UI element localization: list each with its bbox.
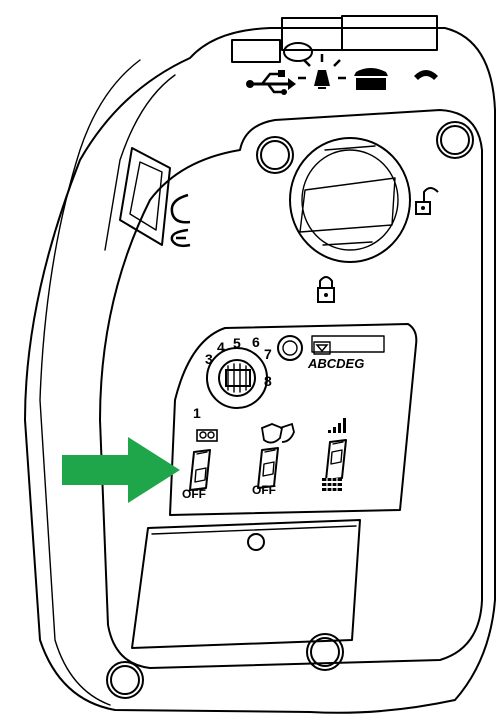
dial-digit-7: 7 [264,346,272,362]
corner-screws [106,121,474,699]
indicator-arrow [62,437,180,503]
phone-base-icon [354,68,388,90]
dial-digit-5: 5 [233,335,241,351]
band-label: ABCDEG [307,356,364,371]
light-icon [298,54,346,89]
battery-compartment-inner [151,525,357,535]
shield-icon [260,422,295,444]
usb-icon [246,70,296,95]
dial-digit-3: 3 [205,351,213,367]
lock-icon [317,276,335,303]
band-indicator: ABCDEG [307,335,385,371]
unlock-icon [415,187,439,215]
volume-bars-icon [328,418,346,433]
switch-middle[interactable] [257,447,279,489]
dial-digit-4: 4 [217,339,225,355]
rotary-cover [289,137,411,263]
settings-panel [169,323,418,516]
device-body-outline [24,27,496,714]
grid-icon [322,478,342,491]
switch-middle-off-label: OFF [252,483,276,497]
top-connectors [231,15,438,63]
handset-icon [414,70,438,80]
switch-left-off-label: OFF [182,487,206,501]
dial-digit-1: 1 [193,405,201,421]
battery-compartment [131,519,361,649]
rotary-selector [206,347,268,409]
dial-digit-6: 6 [252,334,260,350]
device-side-edge [39,59,141,706]
battery-cover-screw [247,533,265,551]
round-button [277,335,303,361]
switch-left[interactable] [189,449,211,491]
dial-digit-8: 8 [264,373,272,389]
device-side-edge-inner [104,74,176,251]
dial-digits: 4 5 6 7 8 1 3 [193,334,272,421]
ce-mark-icon [170,193,191,248]
tape-icon [196,429,218,442]
switch-right[interactable] [325,439,347,481]
side-window [119,147,171,246]
